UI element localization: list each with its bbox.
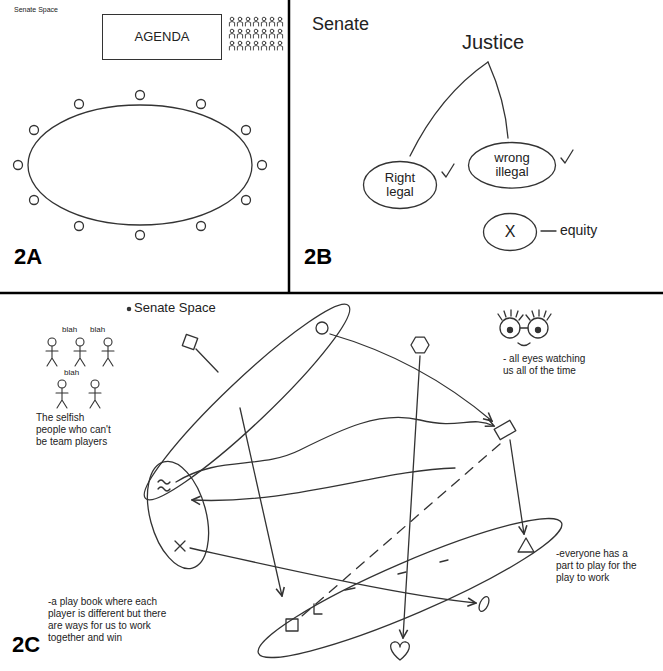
branch-line (410, 62, 488, 156)
node-text: Right legal (378, 171, 422, 200)
divider-line (288, 0, 291, 293)
panel-label: 2A (14, 244, 42, 270)
speech-word: blah (64, 368, 79, 378)
panel-dividers (0, 0, 663, 293)
handwritten-title: Senate (312, 14, 369, 36)
node-text: X (505, 223, 516, 241)
concept-circle: X (482, 212, 538, 252)
handwritten-note: The selfish people who can't be team pla… (36, 412, 116, 448)
handwritten-word: Justice (462, 30, 524, 54)
check-mark (561, 150, 573, 163)
speech-word: blah (62, 325, 77, 335)
panel-title: Senate Space (134, 300, 216, 316)
audience-figures (229, 17, 282, 50)
branch-line (488, 62, 508, 138)
square-player (182, 334, 197, 349)
panel-label: 2C (12, 632, 40, 658)
speech-word: blah (90, 325, 105, 335)
square-player (286, 619, 298, 631)
group-band (130, 290, 363, 515)
hexagon-player (411, 337, 429, 353)
panel-title: Senate Space (14, 6, 58, 14)
chairs (14, 91, 267, 240)
triangle-player (518, 538, 534, 552)
concept-circle: wrong illegal (467, 141, 557, 190)
leader-line (541, 230, 556, 231)
bullet-dot (127, 307, 130, 310)
group-band (137, 455, 220, 576)
circle-player (316, 322, 328, 334)
ellipse-outline (484, 214, 537, 251)
handwritten-note: - all eyes watching us all of the time (503, 353, 595, 377)
concept-circle: Right legal (362, 160, 438, 210)
agenda-board: AGENDA (102, 14, 222, 60)
handwritten-word: equity (560, 222, 597, 239)
divider-line (0, 292, 663, 295)
stick-figures (46, 338, 114, 408)
ellipse-outline (364, 162, 437, 209)
watching-eyes (498, 310, 551, 346)
small-marks (314, 560, 448, 614)
handwritten-note: -everyone has a part to play for the pla… (556, 548, 640, 584)
heart-player (391, 642, 410, 660)
rectangle-player (494, 420, 516, 439)
oval-player (477, 595, 491, 613)
handwritten-note: -a play book where each player is differ… (48, 596, 172, 644)
x-player (175, 541, 185, 551)
check-mark (442, 164, 454, 177)
node-text: AGENDA (135, 30, 190, 44)
stick-line (196, 349, 218, 372)
panel-label: 2B (304, 244, 332, 270)
oval-table (28, 105, 252, 225)
wave-player (158, 480, 170, 491)
play-arrows (176, 334, 524, 638)
ellipse-outline (469, 142, 556, 188)
node-text: wrong illegal (487, 151, 537, 180)
